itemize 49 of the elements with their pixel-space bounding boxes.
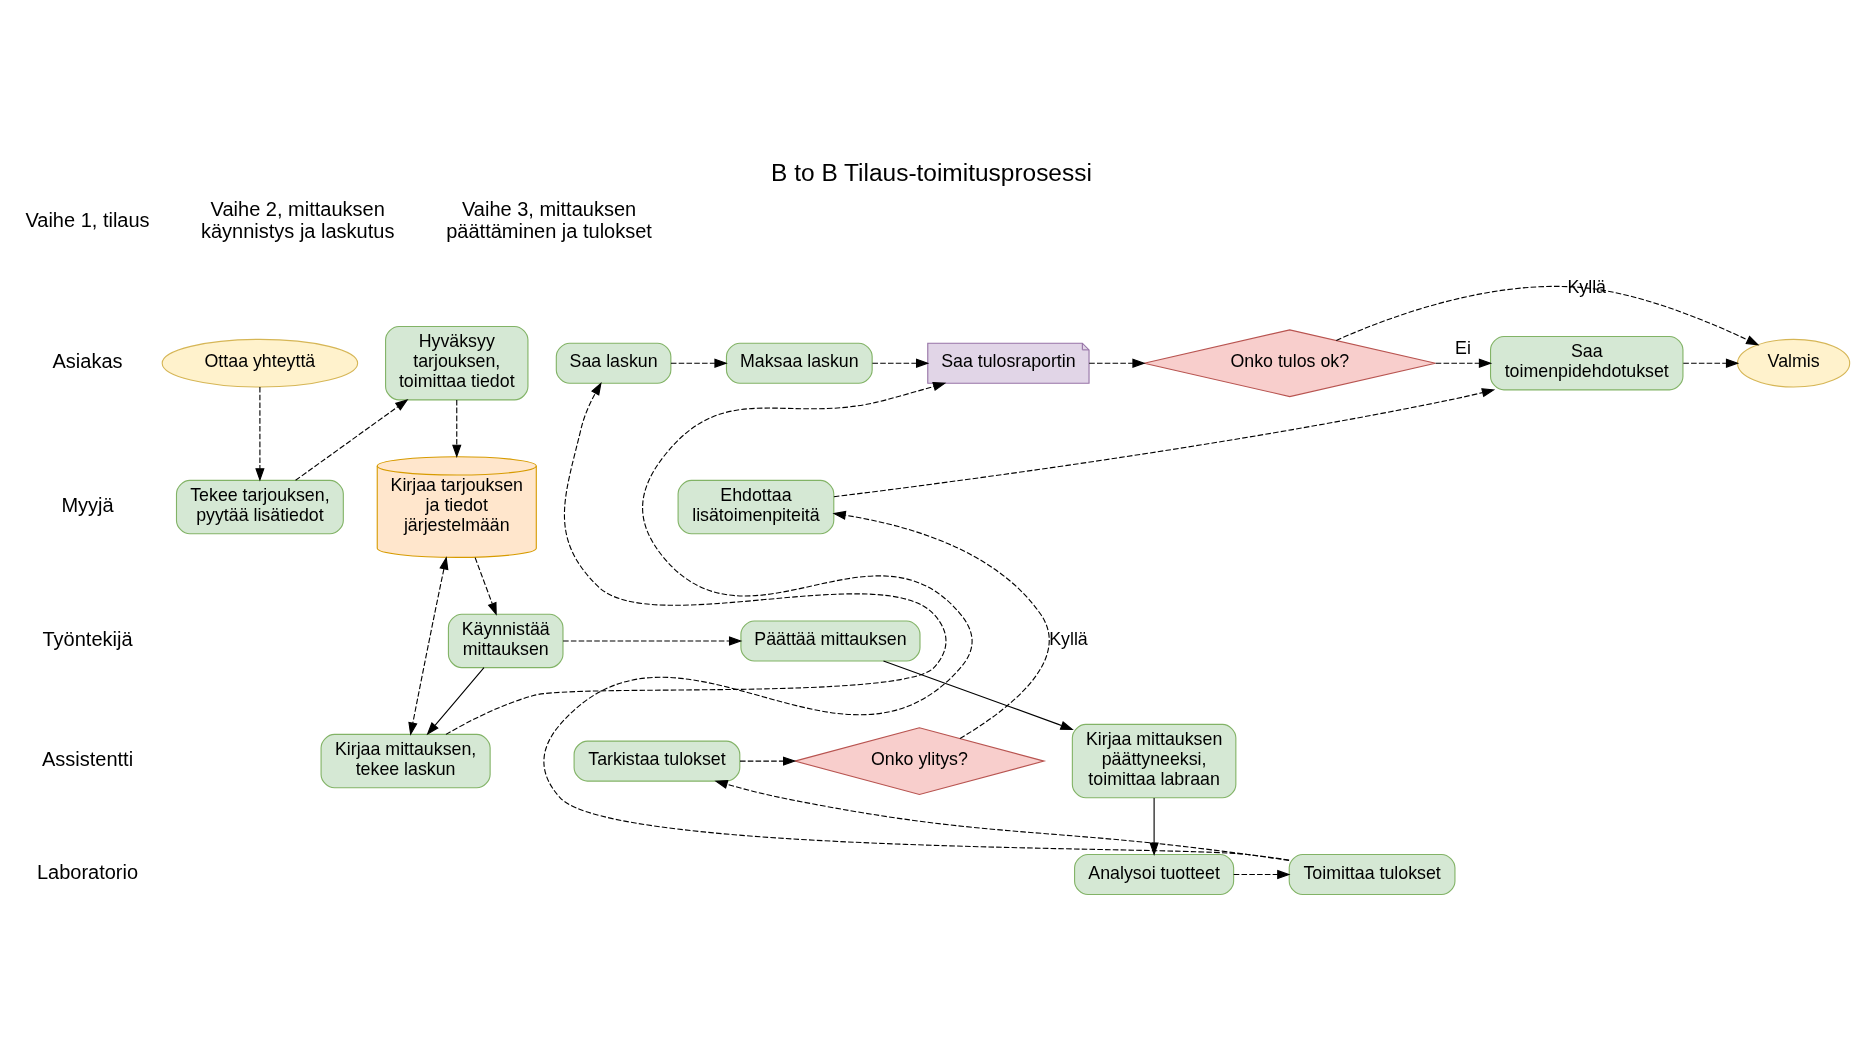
label: Asiakas xyxy=(52,349,123,372)
node-box: Maksaa laskun xyxy=(725,342,873,384)
node-box: Kirjaa mittauksen päättyneeksi, toimittaa labraan xyxy=(1071,723,1237,798)
node-diamond: Onko tulos ok? xyxy=(1143,328,1437,397)
arrow xyxy=(1149,796,1159,856)
arrow xyxy=(871,358,930,368)
node-box: Tekee tarjouksen, pyytää lisätiedot xyxy=(175,479,344,534)
arrow xyxy=(670,358,728,368)
label: Myyjä xyxy=(61,493,114,516)
arrow xyxy=(1682,358,1740,368)
node-ellipse: Valmis xyxy=(1737,338,1851,388)
node-box: Saa toimenpidehdotukset xyxy=(1490,335,1684,390)
label: Työntekijä xyxy=(42,627,133,650)
diagram-title: B to B Tilaus-toimitusprosessi xyxy=(771,158,1092,186)
node-box: Päättää mittauksen xyxy=(740,619,921,662)
arrow xyxy=(1233,869,1291,879)
label: Vaihe 3, mittauksen päättäminen ja tulokset xyxy=(446,197,652,242)
edge-label: Ei xyxy=(1455,337,1471,358)
node-box: Kirjaa mittauksen, tekee laskun xyxy=(320,733,491,788)
edge-label: Kyllä xyxy=(1049,628,1088,649)
arrow xyxy=(426,666,485,735)
node-box: Saa laskun xyxy=(555,342,672,384)
label: Assistentti xyxy=(41,747,134,770)
arrow xyxy=(714,779,1290,861)
arrow xyxy=(452,399,462,458)
node-diamond: Onko ylitys? xyxy=(792,726,1047,795)
arrow xyxy=(474,556,497,616)
node-ellipse: Ottaa yhteyttä xyxy=(161,338,359,388)
arrow xyxy=(833,387,1496,497)
arrow xyxy=(1435,358,1493,368)
arrow xyxy=(1088,358,1146,368)
node-box: Tarkistaa tulokset xyxy=(573,740,741,782)
arrow xyxy=(1335,285,1760,346)
arrow xyxy=(562,635,743,646)
arrow xyxy=(255,386,265,482)
node-box: Toimittaa tulokset xyxy=(1288,853,1456,895)
node-box: Käynnistää mittauksen xyxy=(447,613,564,668)
arrow xyxy=(832,510,1050,739)
arrow xyxy=(739,755,797,766)
arrow xyxy=(408,555,449,736)
label: Vaihe 1, tilaus xyxy=(25,208,150,231)
node-box: Analysoi tuotteet xyxy=(1074,853,1235,895)
arrow xyxy=(295,398,409,481)
node-box: Ehdottaa lisätoimenpiteitä xyxy=(677,479,835,534)
label: Laboratorio xyxy=(36,860,139,883)
label: Vaihe 2, mittauksen käynnistys ja laskutus xyxy=(201,197,395,242)
arrow xyxy=(543,381,1290,861)
arrow xyxy=(882,660,1074,730)
node-box: Hyväksyy tarjouksen, toimittaa tiedot xyxy=(385,325,529,400)
